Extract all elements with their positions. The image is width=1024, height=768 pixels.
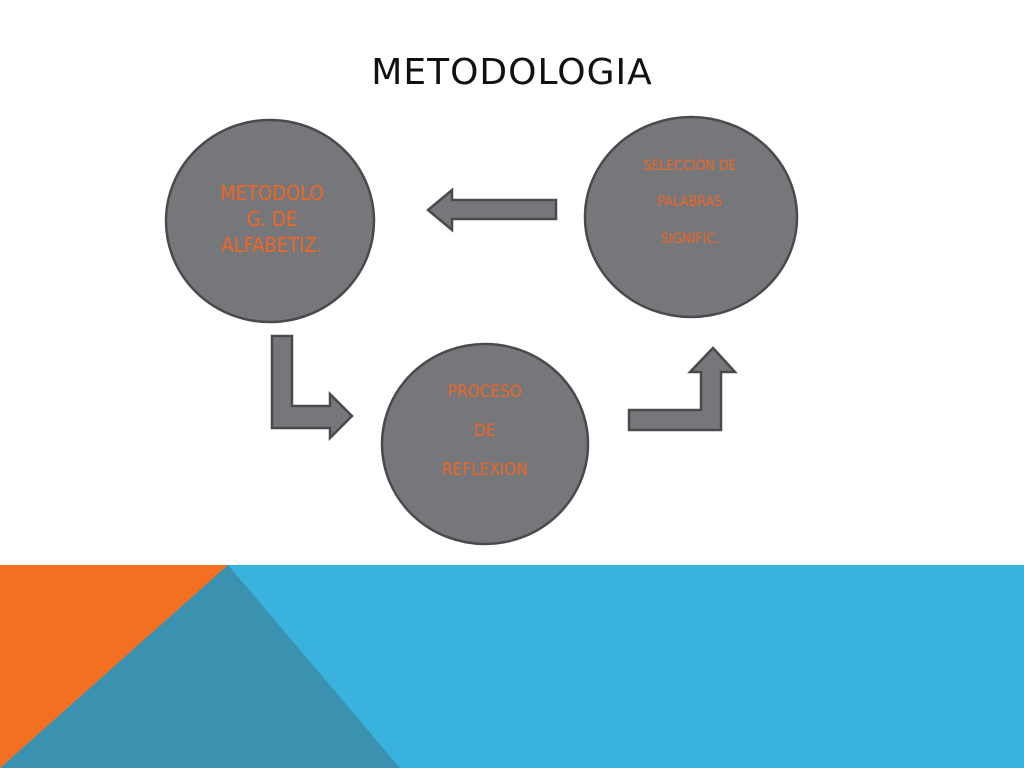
- footer-banner: [0, 565, 1024, 768]
- banner-teal-triangle: [0, 565, 400, 768]
- node-left-line-2: G. DE: [246, 207, 298, 231]
- node-seleccion-palabras: SELECCIÓN DE PALABRAS SIGNIFIC.: [590, 128, 790, 308]
- node-bottom-line-1: PROCESO: [448, 382, 522, 402]
- node-circle-right: [583, 115, 799, 319]
- node-right-line-2: PALABRAS: [657, 194, 723, 211]
- banner-orange-shape: [0, 565, 228, 768]
- arrow-left: [426, 187, 558, 233]
- node-circle-left: [164, 118, 376, 324]
- node-bottom-line-2: DE: [474, 421, 496, 442]
- arrow-right-up: [627, 346, 738, 432]
- node-right-line-3: SIGNIFIC.: [660, 230, 720, 247]
- node-circle-bottom: [380, 342, 590, 546]
- node-proceso-reflexion: PROCESO DE REFLEXION: [385, 360, 585, 530]
- node-left-line-3: ALFABETIZ.: [221, 233, 323, 257]
- slide-title: METODOLOGIA: [371, 52, 653, 93]
- node-bottom-line-3: REFLEXION: [442, 460, 528, 481]
- node-left-line-1: METODOLO: [220, 181, 324, 205]
- node-alfabetizacion: METODOLO G. DE ALFABETIZ.: [172, 130, 372, 310]
- node-right-line-1: SELECCIÓN DE: [643, 158, 737, 174]
- arrow-down-right: [270, 334, 354, 442]
